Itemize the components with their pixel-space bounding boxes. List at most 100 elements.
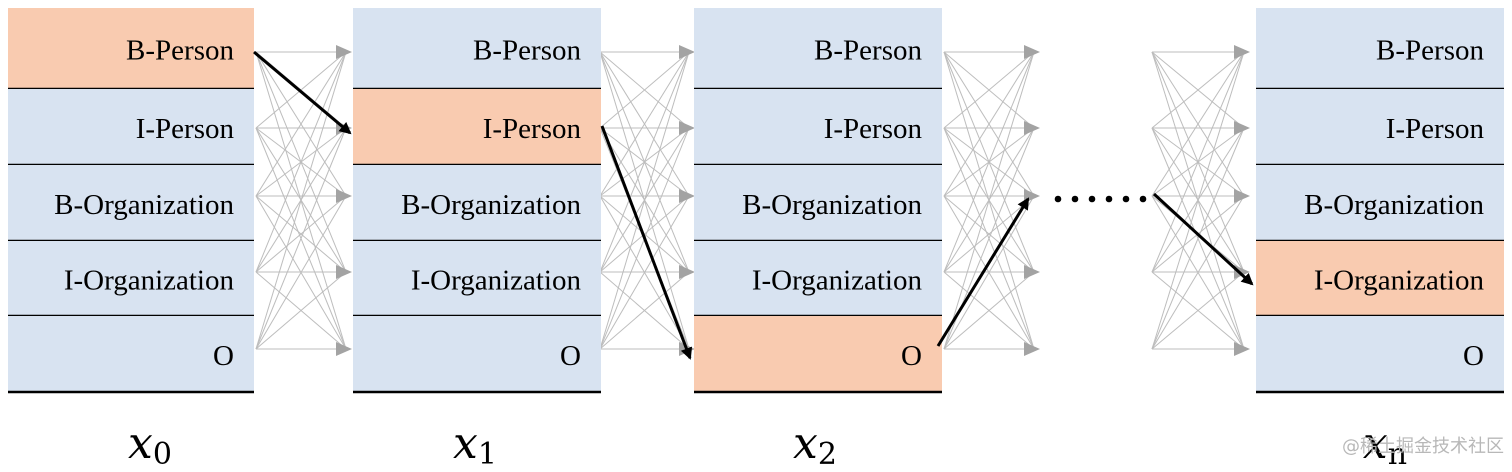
tag-label: I-Organization xyxy=(411,265,582,297)
column-label-2: x2 xyxy=(793,418,837,472)
transition-arrowhead xyxy=(1234,45,1250,59)
transition-edge xyxy=(1151,127,1245,350)
transition-edge xyxy=(1151,271,1245,350)
transition-edge xyxy=(599,51,690,197)
transition-edge xyxy=(943,51,1035,129)
tag-cell xyxy=(1256,165,1504,241)
tag-label: I-Person xyxy=(483,113,582,145)
transition-edge xyxy=(599,51,690,129)
tag-cell xyxy=(694,89,942,165)
ellipsis xyxy=(1054,195,1147,203)
best-path-arrow xyxy=(253,50,352,135)
tag-cell xyxy=(1256,316,1504,392)
tag-label: I-Organization xyxy=(1314,265,1485,297)
tag-column-3: B-PersonI-PersonB-OrganizationI-Organiza… xyxy=(1256,8,1504,472)
transition-edge xyxy=(599,51,690,350)
transition-arrowhead xyxy=(679,265,695,279)
transition-arrowhead xyxy=(336,342,352,356)
transition-edge xyxy=(943,271,1035,350)
ellipsis-dot xyxy=(1071,195,1079,203)
transition-edge xyxy=(1151,195,1245,350)
tag-cell xyxy=(8,89,254,165)
tag-label: O xyxy=(1463,340,1484,372)
tag-cell xyxy=(694,8,942,89)
column-label-0: x0 xyxy=(128,418,172,472)
highlighted-tag-cell xyxy=(1256,241,1504,316)
transition-arrowhead xyxy=(1234,265,1250,279)
highlighted-tag-cell xyxy=(353,89,601,165)
transition-arrowhead xyxy=(336,45,352,59)
transition-edge xyxy=(599,271,690,350)
transition-arrowhead xyxy=(1234,189,1250,203)
tag-label: B-Organization xyxy=(401,189,581,221)
transition-edge xyxy=(943,51,1035,273)
tag-label: B-Person xyxy=(473,35,581,67)
transition-arrowhead xyxy=(1024,265,1040,279)
transition-arrowhead xyxy=(336,265,352,279)
transition-lattice xyxy=(255,45,1250,356)
tag-cell xyxy=(1256,8,1504,89)
best-path-arrow xyxy=(1152,192,1254,286)
transition-arrowhead xyxy=(679,189,695,203)
transition-arrowhead xyxy=(1234,342,1250,356)
transition-lattice-2 xyxy=(943,45,1040,356)
tag-label: O xyxy=(560,340,581,372)
tag-cell xyxy=(353,165,601,241)
tag-label: B-Person xyxy=(1376,35,1484,67)
tag-column-0: B-PersonI-PersonB-OrganizationI-Organiza… xyxy=(8,8,254,472)
transition-arrowhead xyxy=(679,45,695,59)
watermark-text: @稀土掘金技术社区 xyxy=(1342,436,1504,457)
transition-arrowhead xyxy=(336,189,352,203)
transition-edge xyxy=(255,51,347,350)
transition-arrowhead xyxy=(679,121,695,135)
tag-cell xyxy=(8,241,254,316)
transition-arrowhead xyxy=(1234,121,1250,135)
tag-cell xyxy=(353,241,601,316)
transition-edge xyxy=(255,51,347,273)
tag-cell xyxy=(694,165,942,241)
tag-label: B-Person xyxy=(126,35,234,67)
transition-edge xyxy=(943,51,1035,197)
transition-arrowhead xyxy=(1024,342,1040,356)
transition-lattice-3 xyxy=(1151,45,1250,356)
highlighted-tag-cell xyxy=(694,316,942,392)
ellipsis-dot xyxy=(1054,195,1062,203)
transition-arrowhead xyxy=(1024,45,1040,59)
transition-edge xyxy=(1151,51,1245,197)
tag-cell xyxy=(8,316,254,392)
tag-columns: B-PersonI-PersonB-OrganizationI-Organiza… xyxy=(8,8,1504,472)
column-label-1: x1 xyxy=(453,418,497,472)
best-path-arrow xyxy=(600,125,693,360)
transition-edge xyxy=(255,195,347,350)
tag-label: I-Person xyxy=(1386,113,1485,145)
tag-cell xyxy=(353,8,601,89)
transition-edge xyxy=(1151,51,1245,129)
tag-label: I-Person xyxy=(824,113,923,145)
tag-label: I-Organization xyxy=(64,265,235,297)
tag-label: O xyxy=(901,340,922,372)
tag-label: B-Organization xyxy=(1304,189,1484,221)
transition-edge xyxy=(1151,51,1245,350)
tag-label: B-Person xyxy=(814,35,922,67)
transition-lattice-0 xyxy=(255,45,352,356)
transition-lattice-1 xyxy=(599,45,695,356)
ellipsis-dot xyxy=(1122,195,1130,203)
tag-label: B-Organization xyxy=(742,189,922,221)
ellipsis-dot xyxy=(1088,195,1096,203)
column-label-3: xn xyxy=(1363,418,1407,472)
highlighted-tag-cell xyxy=(8,8,254,89)
transition-edge xyxy=(255,127,347,350)
transition-edge xyxy=(255,51,347,197)
tag-column-1: B-PersonI-PersonB-OrganizationI-Organiza… xyxy=(353,8,601,472)
transition-edge xyxy=(599,51,690,273)
tag-label: O xyxy=(213,340,234,372)
transition-arrowhead xyxy=(1024,121,1040,135)
transition-edge xyxy=(599,195,690,350)
best-path-arrow xyxy=(936,197,1030,347)
transition-edge xyxy=(943,195,1035,350)
best-path xyxy=(253,50,1254,360)
transition-edge xyxy=(1151,51,1245,273)
ellipsis-dot xyxy=(1105,195,1113,203)
transition-edge xyxy=(943,51,1035,350)
